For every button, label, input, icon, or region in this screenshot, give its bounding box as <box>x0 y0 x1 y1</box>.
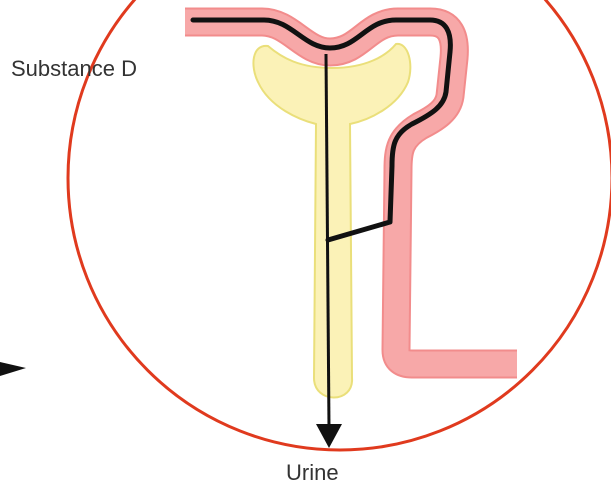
arrow-down-icon <box>316 424 342 448</box>
substance-label: Substance D <box>11 58 137 80</box>
arrowhead-right-icon <box>0 362 26 376</box>
urine-label: Urine <box>286 462 339 484</box>
